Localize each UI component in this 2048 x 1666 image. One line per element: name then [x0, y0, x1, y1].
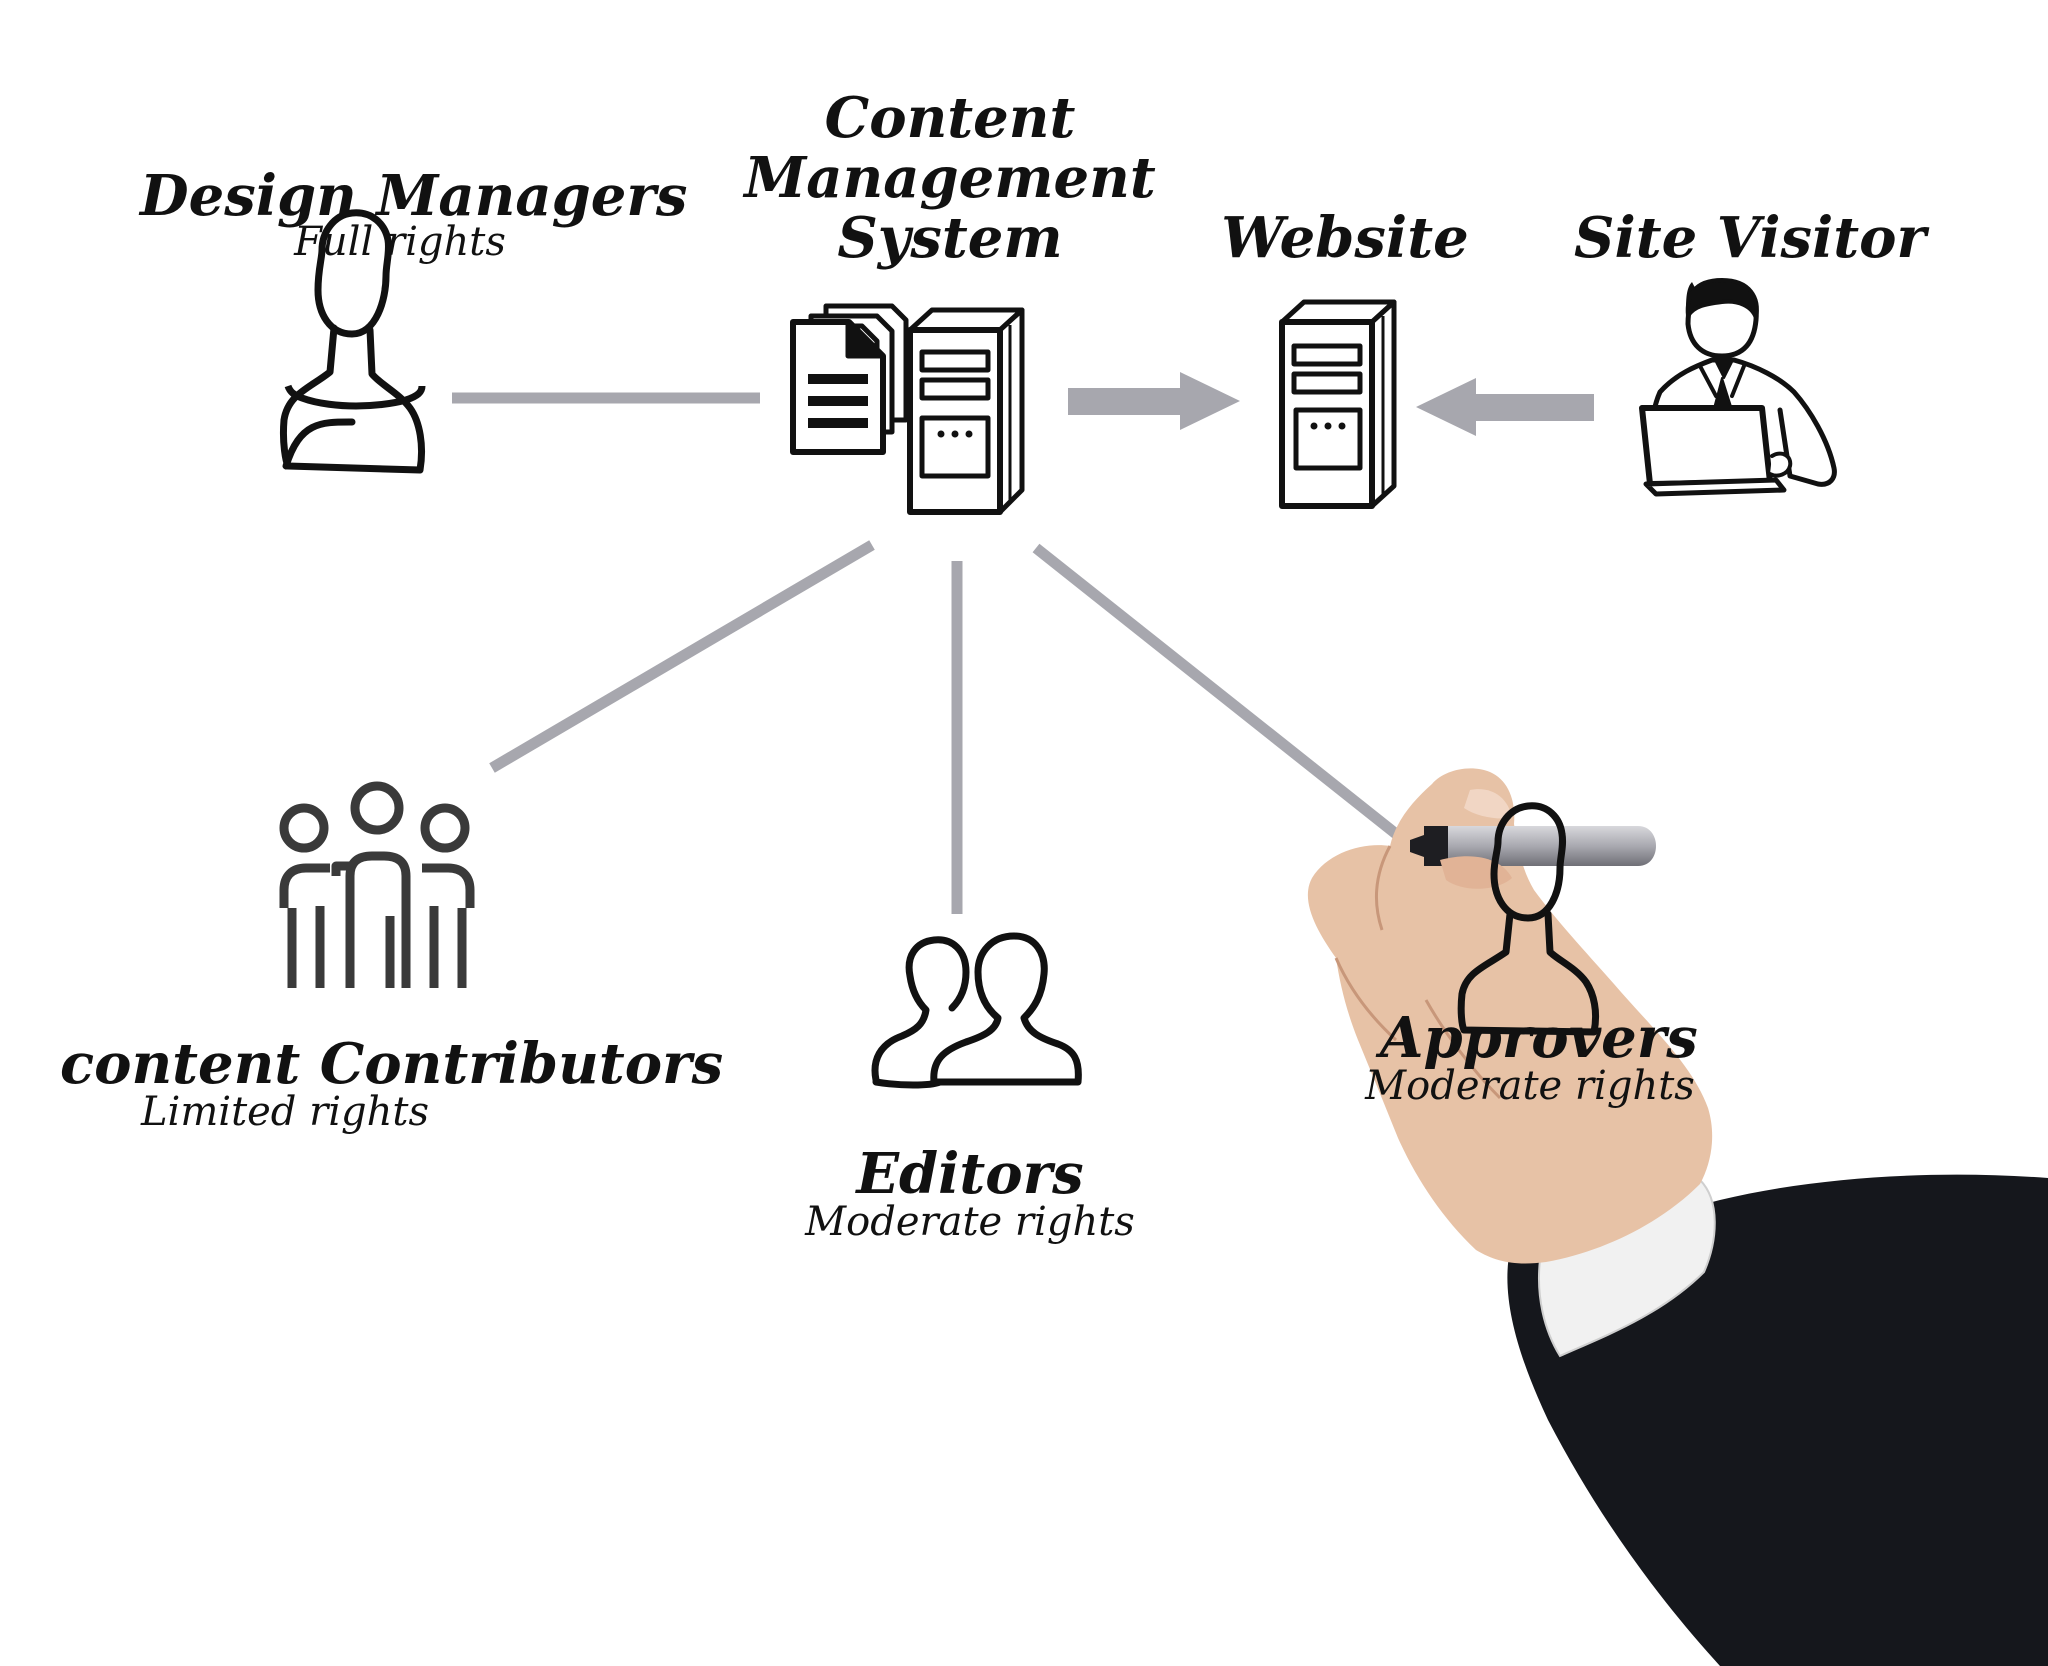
- cms-title-line-3: System: [837, 205, 1063, 271]
- design-managers-person-icon: [280, 209, 426, 474]
- hand-illustration: [1307, 768, 2048, 1666]
- cms-server-icon: [907, 307, 1025, 515]
- cms-title-line-1: Content: [824, 85, 1076, 151]
- edge-site-visitor-website-arrow: [1416, 378, 1594, 436]
- website-title: Website: [1221, 205, 1469, 271]
- edge-cms-approvers: [1032, 543, 1414, 850]
- person-laptop-icon: [1639, 278, 1837, 497]
- cms-title-line-2: Management: [744, 145, 1156, 211]
- content-contributors-subtitle: Limited rights: [140, 1089, 430, 1135]
- hand: [1307, 768, 1713, 1264]
- document-stack-icon: [790, 303, 909, 455]
- documents-server-icon: [790, 303, 1025, 515]
- server-icon: [1279, 299, 1397, 509]
- design-managers-title: Design Managers: [140, 163, 688, 229]
- group-icon: [279, 781, 475, 988]
- design-managers-subtitle: Full rights: [294, 219, 506, 265]
- marker-pen: [1424, 826, 1656, 866]
- approvers-subtitle: Moderate rights: [1365, 1063, 1695, 1109]
- approvers-person-icon: [1457, 802, 1600, 1036]
- two-people-icon: [871, 932, 1082, 1089]
- edge-cms-website-arrow: [1068, 372, 1240, 430]
- site-visitor-title: Site Visitor: [1574, 205, 1926, 271]
- connectors: [452, 392, 1414, 914]
- edge-cms-content-contributors: [489, 540, 875, 773]
- approvers-title: Approvers: [1380, 1005, 1698, 1071]
- editors-title: Editors: [856, 1141, 1084, 1207]
- content-contributors-title: content Contributors: [60, 1031, 724, 1097]
- editors-subtitle: Moderate rights: [805, 1199, 1135, 1245]
